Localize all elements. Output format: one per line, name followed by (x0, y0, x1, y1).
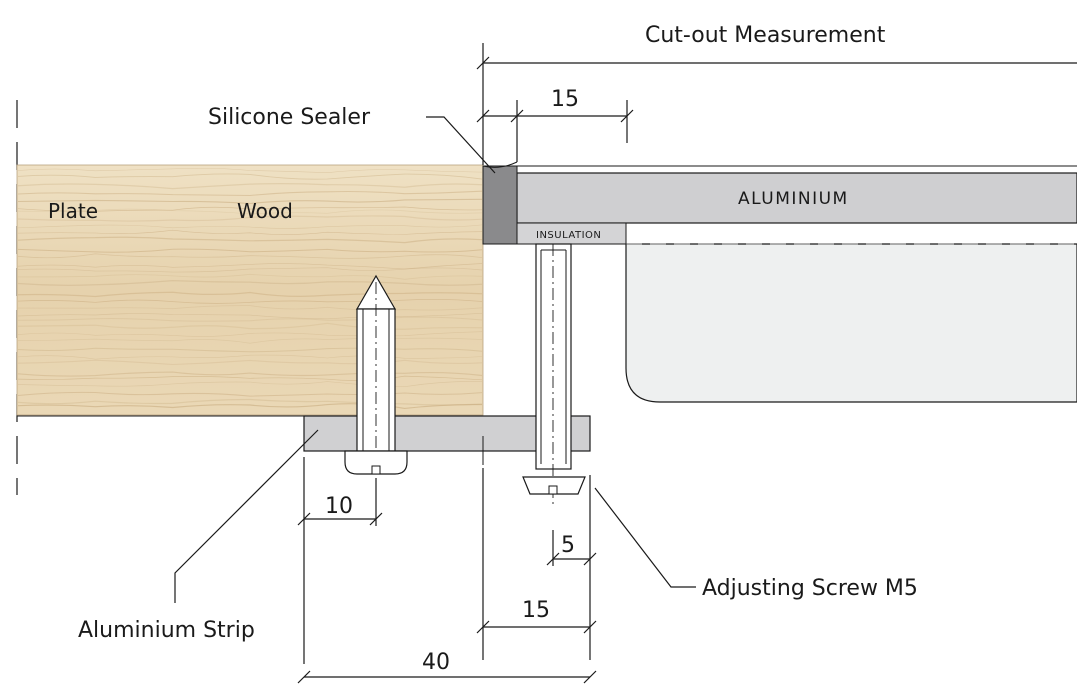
wood-grain-line (17, 273, 483, 280)
silicone-label: Silicone Sealer (208, 105, 371, 130)
wood-grain-line (17, 312, 483, 320)
wood-grain-line (17, 279, 483, 286)
wood-screw (344, 274, 408, 475)
dim-15-bottom-value: 15 (522, 598, 550, 623)
wood-grain-line (17, 215, 483, 222)
adjusting-screw (522, 243, 586, 505)
wood-grain-line (17, 248, 483, 253)
dim-40-value: 40 (422, 650, 450, 675)
wood-grain-line (17, 198, 483, 205)
dim-15-top (476, 100, 634, 162)
wood-grain-line (17, 305, 483, 311)
wood-grain-line (17, 322, 483, 330)
adjusting-screw-leader (594, 487, 696, 588)
dim-10 (297, 457, 383, 664)
wood-grain-line (17, 236, 483, 244)
wood-grain-line (17, 381, 483, 388)
dim-40 (297, 670, 597, 684)
aluminium-strip-leader (174, 429, 319, 603)
wood-grain-line (17, 354, 483, 360)
wood-grain-line (17, 391, 483, 397)
dim-15-bottom (476, 468, 597, 660)
aluminium-plate (516, 165, 1077, 224)
wood-grain-line (17, 267, 483, 273)
wood-grain-line (17, 224, 483, 229)
wood-grain-line (17, 316, 483, 322)
wood-grain-line (17, 375, 483, 381)
cutout-dimension (476, 43, 1077, 165)
wood-grain-line (17, 398, 483, 406)
wood-grain-line (17, 253, 483, 259)
cutout-label: Cut-out Measurement (645, 23, 886, 48)
wood-grain-line (17, 403, 483, 409)
wood-grain-line (17, 183, 483, 190)
wood-grain-line (17, 208, 483, 215)
wood-grain-line (17, 371, 483, 377)
plate-label: Plate (48, 199, 98, 223)
insulation-label: INSULATION (536, 230, 601, 241)
silicone-sealer-top (482, 161, 518, 168)
dim-5-value: 5 (561, 533, 575, 558)
wood-grain-line (17, 359, 483, 366)
wood-grain-line (17, 190, 483, 197)
dim-10-value: 10 (325, 494, 353, 519)
wood-grain-line (17, 331, 483, 337)
adjusting-screw-label: Adjusting Screw M5 (702, 576, 918, 601)
silicone-leader (426, 116, 496, 174)
wood-grain-line (17, 263, 483, 270)
wood-grain-line (17, 173, 483, 180)
wood-grain (17, 167, 483, 409)
wood-grain-line (17, 291, 483, 298)
silicone-sealer (482, 165, 518, 245)
dim-5 (546, 475, 597, 660)
wood-grain-line (17, 167, 483, 173)
wood-label: Wood (237, 199, 293, 223)
basin-body (625, 243, 1077, 403)
wood-grain-line (17, 298, 483, 304)
aluminium-label: ALUMINIUM (738, 189, 849, 209)
wood-grain-line (17, 337, 483, 344)
wood-grain-line (17, 206, 483, 212)
dim-15-top-value: 15 (551, 87, 579, 112)
wood-grain-line (17, 229, 483, 235)
aluminium-strip-label: Aluminium Strip (78, 618, 255, 643)
wood-grain-line (17, 347, 483, 353)
wood-plate (16, 164, 484, 416)
